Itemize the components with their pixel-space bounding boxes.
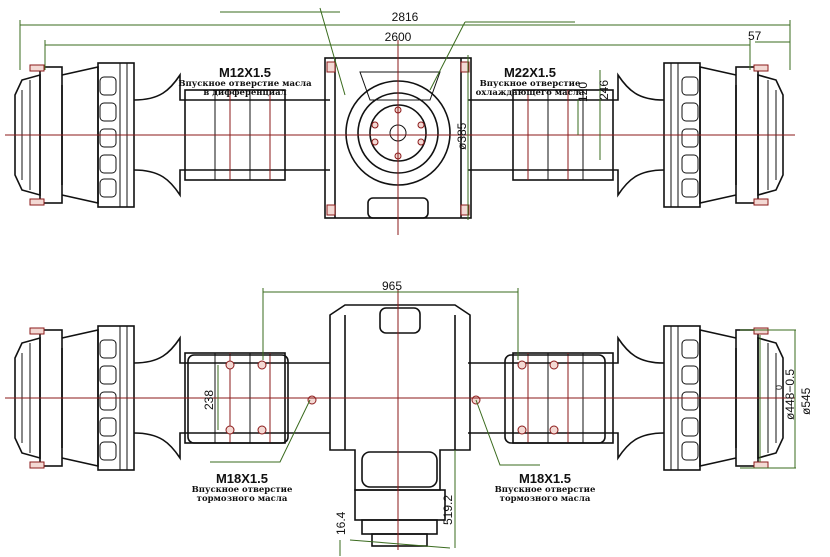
dim-offset: 16.4 <box>334 511 348 535</box>
port-label-brake-right-line2: тормозного масла <box>500 494 591 504</box>
dim-rim-diameter: ø448−0.5 <box>783 369 797 420</box>
dim-track-width: 2600 <box>385 30 412 44</box>
port-label-brake-right-line1: Впускное отверстие <box>495 485 596 495</box>
dim-flange: 57 <box>748 29 762 43</box>
port-label-brake-right-thread: M18X1.5 <box>519 471 571 486</box>
port-label-brake-left-line2: тормозного масла <box>197 494 288 504</box>
port-label-brake-left-thread: M18X1.5 <box>216 471 268 486</box>
dim-rim-tolerance: 0 <box>774 385 784 390</box>
top-view: 2816 2600 57 120 246 ø385 M12X1.5 Впускн… <box>5 7 795 235</box>
dim-246: 246 <box>597 80 611 100</box>
dim-rim-outer-diameter: ø545 <box>799 387 813 415</box>
dim-pad-spacing: 965 <box>382 279 402 293</box>
port-label-cooling-thread: M22X1.5 <box>504 65 556 80</box>
bottom-view: 965 238 519.2 16.4 0 ø448−0.5 ø545 M18X1… <box>5 279 813 556</box>
dim-120: 120 <box>576 82 590 102</box>
port-label-diff-line1: Впускное отверстие масла <box>178 79 312 89</box>
port-label-cooling-line1: Впускное отверстие <box>480 79 581 89</box>
port-label-diff-thread: M12X1.5 <box>219 65 271 80</box>
dim-height: 519.2 <box>441 495 455 525</box>
port-label-cooling-line2: охлаждающего масла <box>476 88 585 98</box>
dim-bolt-spacing: 238 <box>202 390 216 410</box>
port-label-diff-line2: в дифференциал <box>203 88 286 98</box>
dim-overall-width: 2816 <box>392 10 419 24</box>
dim-housing-diameter: ø385 <box>455 122 469 150</box>
port-label-brake-left-line1: Впускное отверстие <box>192 485 293 495</box>
